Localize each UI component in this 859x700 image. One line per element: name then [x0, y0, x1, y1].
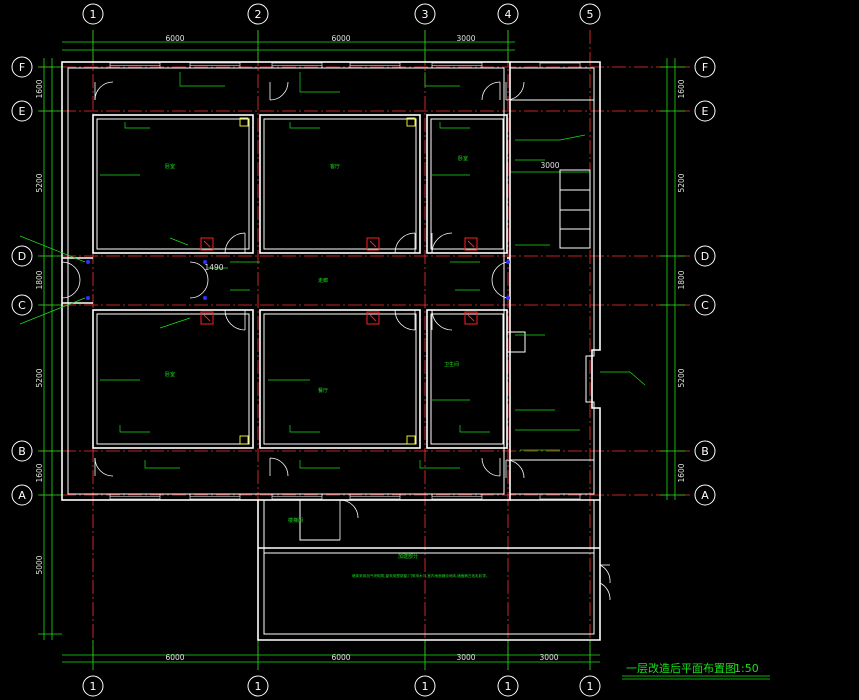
room-upper-right: 卧室	[458, 155, 468, 162]
room-annex: 加建部分	[398, 553, 418, 560]
svg-text:B: B	[701, 445, 709, 458]
dim-right-3: 1800	[677, 270, 686, 289]
dim-top-2: 6000	[331, 34, 350, 43]
dim-bottom-4: 3000	[539, 653, 558, 662]
svg-text:3: 3	[422, 8, 429, 21]
svg-text:A: A	[18, 489, 26, 502]
svg-text:5: 5	[587, 8, 594, 21]
dim-left-6: 5000	[35, 555, 44, 574]
room-upper-mid: 客厅	[330, 163, 340, 170]
dim-right-2: 5200	[677, 173, 686, 192]
svg-text:E: E	[19, 105, 26, 118]
dim-left-4: 5200	[35, 368, 44, 387]
svg-text:F: F	[19, 61, 25, 74]
doors	[61, 81, 525, 540]
axis-bubbles-bottom: 1 1 1 1 1	[82, 675, 601, 697]
svg-text:D: D	[701, 250, 709, 263]
axis-grid	[40, 30, 690, 670]
room-upper-left: 卧室	[165, 163, 175, 170]
dim-bottom-2: 6000	[331, 653, 350, 662]
axis-bubbles-right: F E D C B A	[694, 56, 716, 506]
title-text: 一层改造后平面布置图	[626, 661, 736, 675]
room-stair: 楼梯间	[288, 517, 303, 524]
dim-left-2: 5200	[35, 173, 44, 192]
svg-text:E: E	[702, 105, 709, 118]
svg-text:C: C	[701, 299, 709, 312]
svg-text:D: D	[18, 250, 26, 263]
dim-right-4: 5200	[677, 368, 686, 387]
room-corridor: 走廊	[318, 277, 328, 284]
dim-top-1: 6000	[165, 34, 184, 43]
axis-bubbles-top: 1 2 3 4 5	[82, 3, 601, 25]
dim-left-3: 1800	[35, 270, 44, 289]
svg-text:1: 1	[90, 680, 97, 693]
dim-inner-3000: 3000	[540, 161, 559, 170]
dim-1490: 1490	[204, 263, 223, 272]
dim-bottom-3: 3000	[456, 653, 475, 662]
windows	[109, 62, 581, 500]
annotation-leaders	[19, 72, 646, 469]
svg-text:1: 1	[90, 8, 97, 21]
svg-text:C: C	[18, 299, 26, 312]
dim-left-1: 1600	[35, 79, 44, 98]
svg-text:2: 2	[255, 8, 262, 21]
room-lower-mid: 餐厅	[318, 387, 328, 394]
dim-right-1: 1600	[677, 79, 686, 98]
svg-text:1: 1	[505, 680, 512, 693]
svg-text:1: 1	[255, 680, 262, 693]
dim-bottom-1: 6000	[165, 653, 184, 662]
room-lower-right: 卫生间	[444, 361, 459, 368]
dim-right-5: 1600	[677, 463, 686, 482]
dim-top-3: 3000	[456, 34, 475, 43]
svg-text:F: F	[702, 61, 708, 74]
svg-text:4: 4	[505, 8, 512, 21]
svg-text:A: A	[701, 489, 709, 502]
walls	[61, 61, 611, 641]
svg-text:B: B	[18, 445, 26, 458]
room-labels: 卧室 客厅 卧室 卧室 餐厅 卫生间 走廊 楼梯间 加建部分 墙体采用加气块砌筑…	[165, 155, 490, 578]
dim-left-5: 1600	[35, 463, 44, 482]
drawing-title: 一层改造后平面布置图 1:50	[622, 661, 770, 680]
equipment-symbols	[86, 117, 510, 445]
annex-note: 墙体采用加气块砌筑,窗采用塑钢窗,门采用木门,室内地面铺设地砖,墙面刷白色乳胶漆…	[352, 573, 490, 578]
dimension-lines	[38, 30, 685, 670]
svg-text:1: 1	[422, 680, 429, 693]
svg-text:1: 1	[587, 680, 594, 693]
dimension-texts: 6000 6000 3000 6000 6000 3000 3000 1600 …	[35, 34, 686, 662]
room-lower-left: 卧室	[165, 371, 175, 378]
title-scale: 1:50	[734, 662, 759, 675]
axis-bubbles-left: F E D C B A	[11, 56, 33, 506]
